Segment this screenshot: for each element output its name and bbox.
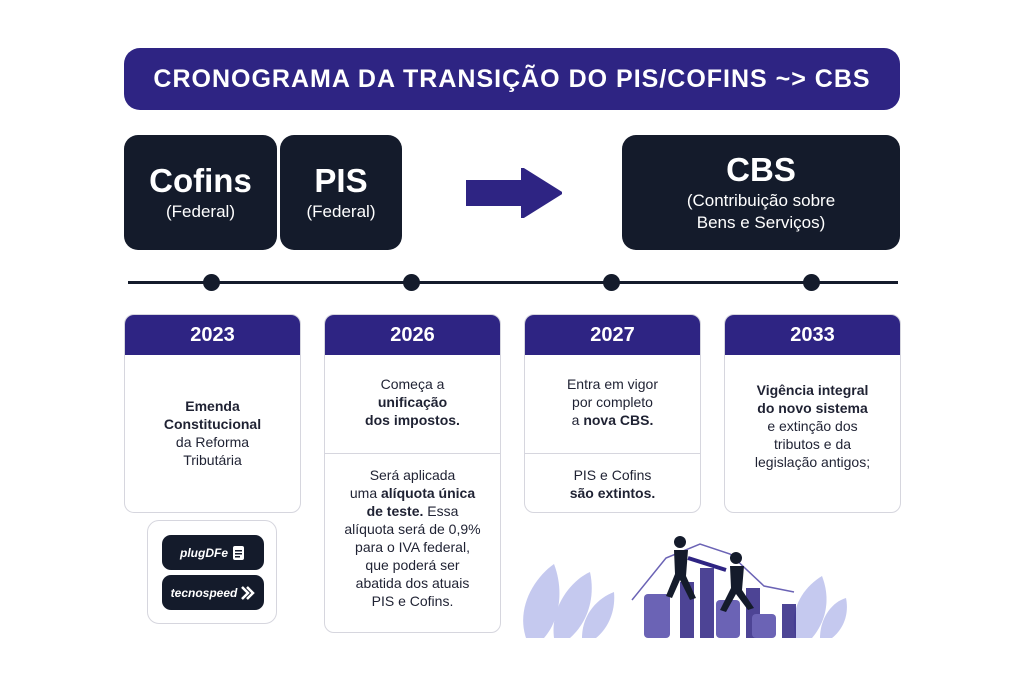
- card-bold-text: alíquota única: [381, 485, 476, 501]
- person-illustration: [666, 550, 696, 600]
- cbs-box: CBS (Contribuição sobre Bens e Serviços): [622, 135, 900, 250]
- card-text: abatida dos atuais: [355, 575, 470, 591]
- leaf-illustration: [553, 572, 592, 638]
- card-bold-text: unificação: [377, 394, 448, 410]
- logos-card: plugDFe tecnospeed: [147, 520, 277, 624]
- card-2023: 2023 Emenda Constitucional da Reforma Tr…: [124, 314, 301, 513]
- card-text: Tributária: [183, 452, 242, 468]
- card-text: a: [571, 412, 580, 428]
- card-2026: 2026 Começa a unificação dos impostos. S…: [324, 314, 501, 633]
- card-text: PIS e Cofins.: [371, 593, 454, 609]
- card-text: PIS e Cofins: [573, 467, 652, 483]
- timeline-dot-2023: [203, 274, 220, 291]
- card-text: por completo: [572, 394, 653, 410]
- timeline-dot-2027: [603, 274, 620, 291]
- cofins-box: Cofins (Federal): [124, 135, 277, 250]
- cbs-sub-line2: Bens e Serviços): [696, 212, 826, 232]
- tecnospeed-logo-text: tecnospeed: [170, 585, 238, 600]
- card-bold-text: são extintos.: [569, 485, 656, 501]
- leaf-illustration: [793, 576, 827, 638]
- card-divider: [525, 453, 700, 454]
- bar-illustration: [782, 604, 796, 638]
- card-text: Começa a: [380, 376, 445, 392]
- card-bold-text: Emenda: [185, 398, 240, 414]
- person-illustration: [730, 552, 742, 564]
- tecnospeed-logo: tecnospeed: [162, 575, 264, 610]
- card-year: 2023: [125, 315, 300, 355]
- card-bold-text: do novo sistema: [757, 400, 868, 416]
- plugdfe-logo-text: plugDFe: [180, 545, 228, 560]
- document-icon: [233, 545, 244, 560]
- leaf-illustration: [523, 564, 560, 638]
- card-text: tributos e da: [773, 436, 852, 452]
- double-chevron-icon: [241, 585, 256, 600]
- pis-sub: (Federal): [306, 202, 376, 222]
- plugdfe-logo: plugDFe: [162, 535, 264, 570]
- pis-name: PIS: [314, 161, 368, 199]
- card-2033: 2033 Vigência integral do novo sistema e…: [724, 314, 901, 513]
- card-year: 2026: [325, 315, 500, 355]
- leaf-illustration: [582, 592, 615, 638]
- card-bold-text: Constitucional: [163, 416, 262, 432]
- card-text: para o IVA federal,: [355, 539, 470, 555]
- card-text: Essa: [427, 503, 459, 519]
- right-arrow-icon: [466, 168, 562, 218]
- pis-box: PIS (Federal): [280, 135, 402, 250]
- cofins-name: Cofins: [149, 161, 252, 199]
- cbs-name: CBS: [726, 151, 796, 189]
- trend-line: [631, 543, 795, 601]
- card-text: e extinção dos: [767, 418, 858, 434]
- coin-stack: [644, 594, 670, 638]
- person-illustration: [720, 566, 754, 612]
- card-divider: [325, 453, 500, 454]
- page-title: CRONOGRAMA DA TRANSIÇÃO DO PIS/COFINS ~>…: [124, 48, 900, 110]
- timeline-dot-2026: [403, 274, 420, 291]
- card-2027: 2027 Entra em vigor por completo a nova …: [524, 314, 701, 513]
- timeline-dot-2033: [803, 274, 820, 291]
- card-text: legislação antigos;: [754, 454, 871, 470]
- card-text: Entra em vigor: [566, 376, 659, 392]
- cofins-sub: (Federal): [166, 202, 235, 222]
- coin-stack: [752, 614, 776, 638]
- card-bold-text: Vigência integral: [756, 382, 869, 398]
- card-text: Será aplicada: [369, 467, 456, 483]
- person-illustration: [674, 536, 686, 548]
- card-bold-text: nova CBS.: [583, 412, 654, 428]
- card-bold-text: de teste.: [366, 503, 424, 519]
- card-year: 2033: [725, 315, 900, 355]
- bar-illustration: [700, 568, 714, 638]
- card-text: que poderá ser: [365, 557, 460, 573]
- card-text: alíquota será de 0,9%: [344, 521, 481, 537]
- card-bold-text: dos impostos.: [365, 412, 460, 428]
- growth-illustration: [523, 536, 847, 638]
- timeline-line: [128, 281, 898, 284]
- card-text: da Reforma: [175, 434, 250, 450]
- card-text: uma: [349, 485, 378, 501]
- leaf-illustration: [820, 598, 847, 638]
- card-year: 2027: [525, 315, 700, 355]
- cbs-sub-line1: (Contribuição sobre: [686, 191, 836, 211]
